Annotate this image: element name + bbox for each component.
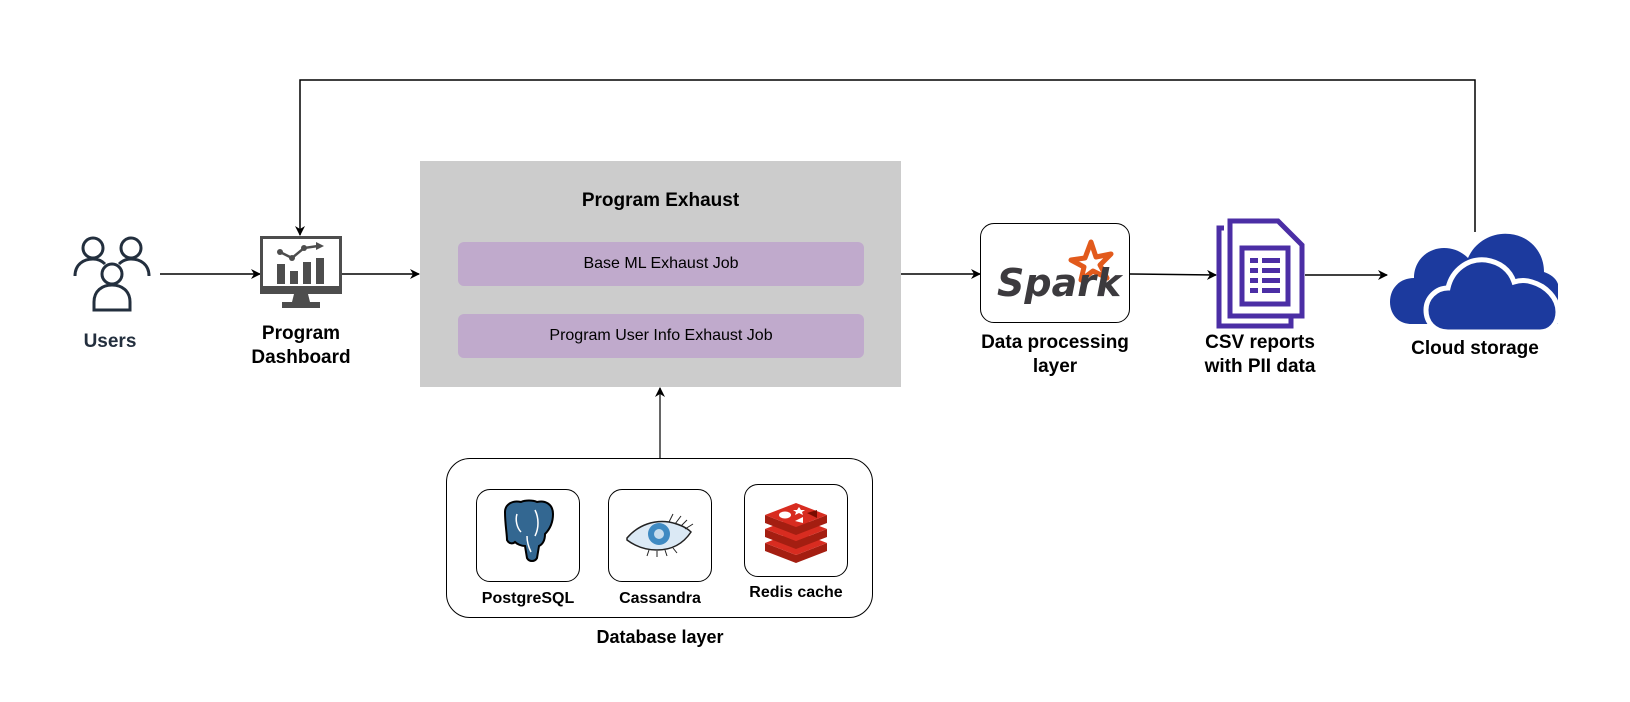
spark-node[interactable]: Spark	[980, 223, 1130, 323]
redis-node[interactable]	[744, 484, 848, 577]
spark-logo-icon: Spark	[997, 239, 1124, 305]
cassandra-eye-icon	[626, 513, 694, 557]
arrow-spark-to-csv	[1129, 269, 1217, 280]
spark-label: Data processing layer	[965, 331, 1145, 379]
database-layer-label: Database layer	[596, 627, 724, 647]
spark-label-line1: Data processing	[981, 332, 1129, 353]
postgresql-label: PostgreSQL	[481, 590, 575, 607]
job-base-ml-exhaust[interactable]: Base ML Exhaust Job	[458, 242, 864, 286]
cloud-label: Cloud storage	[1411, 338, 1539, 359]
redis-label: Redis cache	[749, 584, 843, 601]
csv-label-line1: CSV reports	[1205, 332, 1315, 353]
dashboard-monitor-icon[interactable]	[260, 236, 342, 310]
database-layer-container	[446, 458, 873, 618]
dashboard-label: Program Dashboard	[240, 322, 362, 370]
cloud-icon[interactable]	[1390, 228, 1560, 334]
postgresql-elephant-icon	[503, 499, 555, 562]
program-exhaust-title: Program Exhaust	[581, 190, 740, 211]
arrow-cloud-to-dashboard	[295, 79, 1476, 236]
csv-label-line2: with PII data	[1204, 356, 1316, 377]
cassandra-node[interactable]	[608, 489, 712, 582]
csv-label: CSV reports with PII data	[1175, 331, 1345, 379]
job-program-user-info-exhaust[interactable]: Program User Info Exhaust Job	[458, 314, 864, 358]
spark-label-line2: layer	[1032, 356, 1078, 377]
csv-document-icon[interactable]	[1216, 218, 1306, 330]
redis-stack-icon	[765, 503, 827, 563]
postgresql-node[interactable]	[476, 489, 580, 582]
dashboard-label-line1: Program	[261, 323, 341, 344]
users-icon	[73, 236, 151, 312]
users-label: Users	[83, 331, 137, 352]
cassandra-label: Cassandra	[619, 590, 701, 607]
dashboard-label-line2: Dashboard	[251, 347, 351, 368]
spark-logo-text: Spark	[997, 261, 1124, 305]
